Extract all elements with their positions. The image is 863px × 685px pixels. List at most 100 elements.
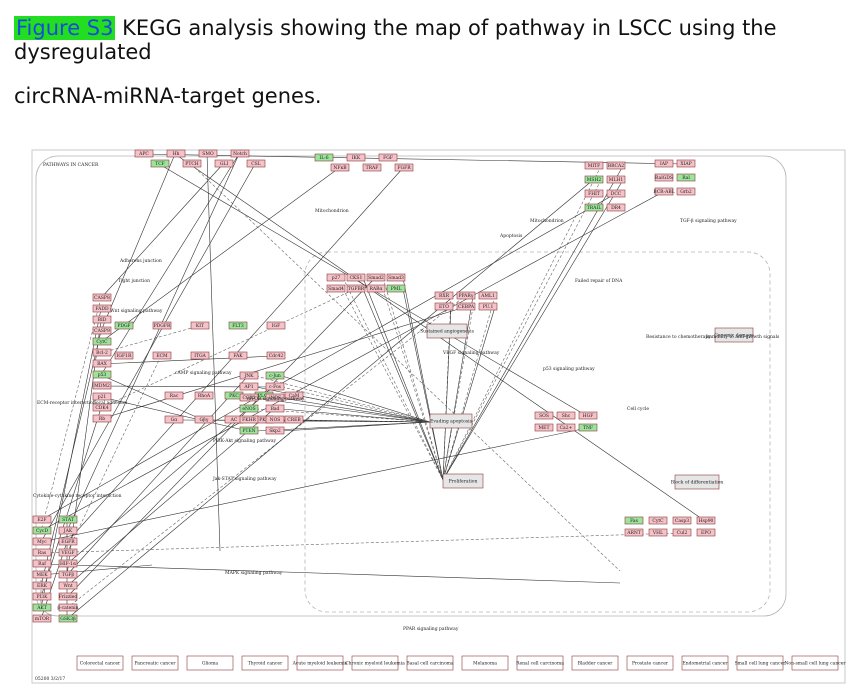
- pathway-label-mtor: mTOR signaling pathway: [247, 396, 305, 402]
- gene-node: CEBPA: [456, 302, 476, 311]
- pathway-edge: [362, 277, 444, 481]
- cancer-type-box: Thyroid cancer: [241, 655, 289, 671]
- gene-node: IAP: [654, 159, 674, 168]
- nucleus-boundary: [304, 251, 771, 613]
- pathway-label-cytokine: Cytokine-cytokine receptor interaction: [33, 493, 122, 499]
- gene-node: Smad2: [366, 273, 386, 282]
- cancer-type-box: Small cell lung cancer: [735, 655, 787, 671]
- gene-node: KIT: [190, 321, 210, 330]
- svg-text:BID: BID: [98, 317, 107, 323]
- gene-node: JNK: [239, 371, 259, 380]
- svg-text:BCR-ABL: BCR-ABL: [653, 189, 674, 195]
- cancer-type-box: Colorectal cancer: [76, 655, 124, 671]
- pathway-label-p53: p53 signaling pathway: [543, 366, 595, 372]
- svg-text:FHIT: FHIT: [588, 191, 600, 197]
- pathway-map-id: 05200 3/2/17: [35, 676, 65, 682]
- svg-text:FGFR: FGFR: [397, 165, 411, 171]
- svg-text:Ral: Ral: [682, 175, 690, 181]
- gene-node: p21: [92, 392, 112, 401]
- svg-text:TRAF: TRAF: [366, 165, 379, 171]
- pathway-edge: [342, 288, 444, 481]
- svg-text:Small cell lung cancer: Small cell lung cancer: [735, 661, 787, 667]
- pathway-edge: [66, 277, 376, 598]
- pathway-edge: [100, 153, 176, 332]
- svg-text:β-catenin: β-catenin: [57, 605, 78, 611]
- pathway-label-ppar: PPAR signaling pathway: [403, 626, 459, 632]
- svg-text:CASP9: CASP9: [94, 328, 110, 334]
- pathway-edge: [40, 532, 682, 554]
- svg-text:TRAIL: TRAIL: [587, 205, 601, 211]
- svg-text:TNF: TNF: [583, 425, 593, 431]
- svg-text:p27: p27: [332, 275, 341, 281]
- gene-node: EPO: [696, 528, 716, 537]
- gene-node: IKK: [346, 153, 366, 162]
- svg-text:Cdc42: Cdc42: [269, 353, 284, 359]
- gene-node: FAK: [228, 351, 248, 360]
- svg-text:Proliferation: Proliferation: [449, 479, 478, 485]
- pathway-label-camp: cAMP signaling pathway: [175, 370, 232, 376]
- svg-text:COX2: COX2: [242, 395, 255, 401]
- svg-text:Skp2: Skp2: [269, 428, 281, 434]
- svg-text:FLT3: FLT3: [232, 323, 244, 329]
- figure-caption-line-2: circRNA-miRNA-target genes.: [14, 84, 322, 108]
- gene-node: CycD: [32, 526, 52, 535]
- svg-text:Genomic damage: Genomic damage: [714, 333, 754, 339]
- pathway-edge: [40, 193, 616, 521]
- svg-text:Rb: Rb: [99, 416, 105, 422]
- svg-text:CaM: CaM: [289, 393, 300, 399]
- svg-text:KIT: KIT: [196, 323, 204, 329]
- pathway-edge: [66, 179, 594, 620]
- pathway-edge: [281, 397, 431, 423]
- cell-boundary: [35, 155, 787, 617]
- svg-text:PTCH: PTCH: [185, 161, 198, 167]
- svg-text:Gβγ: Gβγ: [200, 417, 209, 423]
- pathway-edge: [281, 408, 431, 423]
- svg-text:ECM: ECM: [156, 353, 168, 359]
- phenotype-box-sustained: Sustained angiogenesis: [420, 323, 475, 339]
- svg-text:MITF: MITF: [588, 163, 601, 169]
- pathway-edge: [362, 288, 444, 481]
- phenotype-box-dna: Genomic damage: [714, 327, 754, 343]
- gene-node: IGF: [266, 321, 286, 330]
- svg-text:Ras: Ras: [38, 550, 47, 556]
- gene-node: CaM: [284, 391, 304, 400]
- gene-node: MEK: [32, 570, 52, 579]
- svg-text:Basal cell carcinoma: Basal cell carcinoma: [406, 661, 454, 667]
- gene-node: BAX: [92, 359, 112, 368]
- svg-text:PI3K: PI3K: [36, 594, 48, 600]
- svg-text:Raf: Raf: [38, 561, 46, 567]
- gene-node: SOS: [534, 411, 554, 420]
- gene-node: iNOS: [265, 393, 285, 402]
- svg-text:PLCγ: PLCγ: [258, 393, 270, 399]
- gene-node: PU.1: [478, 302, 498, 311]
- svg-text:mTOR: mTOR: [35, 616, 50, 622]
- gene-node: CREB: [284, 415, 304, 424]
- svg-text:DCC: DCC: [611, 191, 622, 197]
- svg-text:CytC: CytC: [96, 339, 108, 345]
- svg-text:PPARγ: PPARγ: [459, 293, 474, 299]
- gene-node: ITGA: [190, 351, 210, 360]
- pathway-edge: [281, 421, 431, 432]
- gene-node: PML: [386, 284, 406, 293]
- gene-node: NFκB: [330, 163, 350, 172]
- gene-node: Frizzled: [58, 592, 77, 601]
- svg-text:Casp3: Casp3: [675, 518, 689, 524]
- svg-text:PDGFR: PDGFR: [154, 323, 171, 329]
- svg-text:PML: PML: [391, 286, 402, 292]
- svg-text:Bladder cancer: Bladder cancer: [578, 661, 614, 667]
- phenotype-box-evading: Evading apoptosis: [429, 413, 473, 429]
- gene-node: HGF: [578, 411, 598, 420]
- gene-node: Shc: [556, 411, 576, 420]
- pathway-edge: [442, 179, 602, 481]
- svg-text:Evading apoptosis: Evading apoptosis: [430, 419, 472, 425]
- svg-text:NOS: NOS: [270, 417, 281, 423]
- gene-node: FKHR: [239, 415, 259, 424]
- cancer-type-box: Chronic myeloid leukemia: [345, 655, 405, 671]
- gene-node: FGFR: [394, 163, 414, 172]
- svg-text:FKHR: FKHR: [242, 417, 256, 423]
- gene-node: PTEN: [239, 426, 259, 435]
- svg-text:Block of differentiation: Block of differentiation: [671, 480, 724, 486]
- cancer-type-box: Renal cell carcinoma: [516, 655, 564, 671]
- gene-node: c-Fos: [265, 382, 285, 391]
